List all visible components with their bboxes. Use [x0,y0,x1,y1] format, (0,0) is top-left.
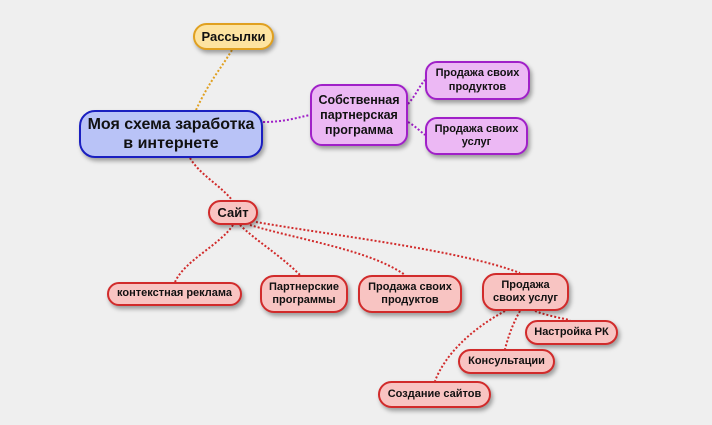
node-root[interactable]: Моя схема заработка в интернете [79,110,263,158]
node-site-services[interactable]: Продажа своих услуг [482,273,569,311]
link-site-ss [255,221,521,274]
node-context-ads-label: контекстная реклама [116,287,233,300]
node-affiliate-label: Собственная партнерская программа [318,92,400,137]
node-consulting[interactable]: Консультации [458,349,555,374]
link-site-pp [239,224,301,276]
node-own-products[interactable]: Продажа своих продуктов [425,61,530,100]
node-site[interactable]: Сайт [208,200,258,225]
node-own-services[interactable]: Продажа своих услуг [425,117,528,155]
node-web-creation[interactable]: Создание сайтов [378,381,491,408]
node-site-products[interactable]: Продажа своих продуктов [358,275,462,313]
link-root-affiliate [262,114,311,123]
link-affiliate-ownservices [407,121,426,136]
node-rk-setup-label: Настройка РК [534,325,609,338]
link-ss-cons [504,310,521,350]
link-root-mailing [195,49,233,111]
node-own-services-label: Продажа своих услуг [434,122,519,148]
node-root-label: Моя схема заработка в интернете [87,115,255,152]
node-web-creation-label: Создание сайтов [387,387,482,400]
link-ss-rk [534,310,571,321]
node-mailing-label: Рассылки [201,28,266,44]
node-site-services-label: Продажа своих услуг [493,278,558,304]
node-site-label: Сайт [217,204,249,220]
node-own-products-label: Продажа своих продуктов [435,67,520,93]
link-ss-web [434,310,506,382]
node-partner-programs[interactable]: Партнерские программы [260,275,348,313]
node-affiliate[interactable]: Собственная партнерская программа [310,84,408,146]
link-site-sp [249,224,406,276]
node-context-ads[interactable]: контекстная реклама [107,282,242,306]
node-site-products-label: Продажа своих продуктов [368,280,452,306]
link-site-ctx [174,224,234,283]
node-partner-programs-label: Партнерские программы [269,280,339,306]
link-root-site [189,157,233,201]
link-affiliate-ownproducts [407,79,426,105]
node-consulting-label: Консультации [468,354,545,367]
node-mailing[interactable]: Рассылки [193,23,274,50]
node-rk-setup[interactable]: Настройка РК [525,320,618,345]
